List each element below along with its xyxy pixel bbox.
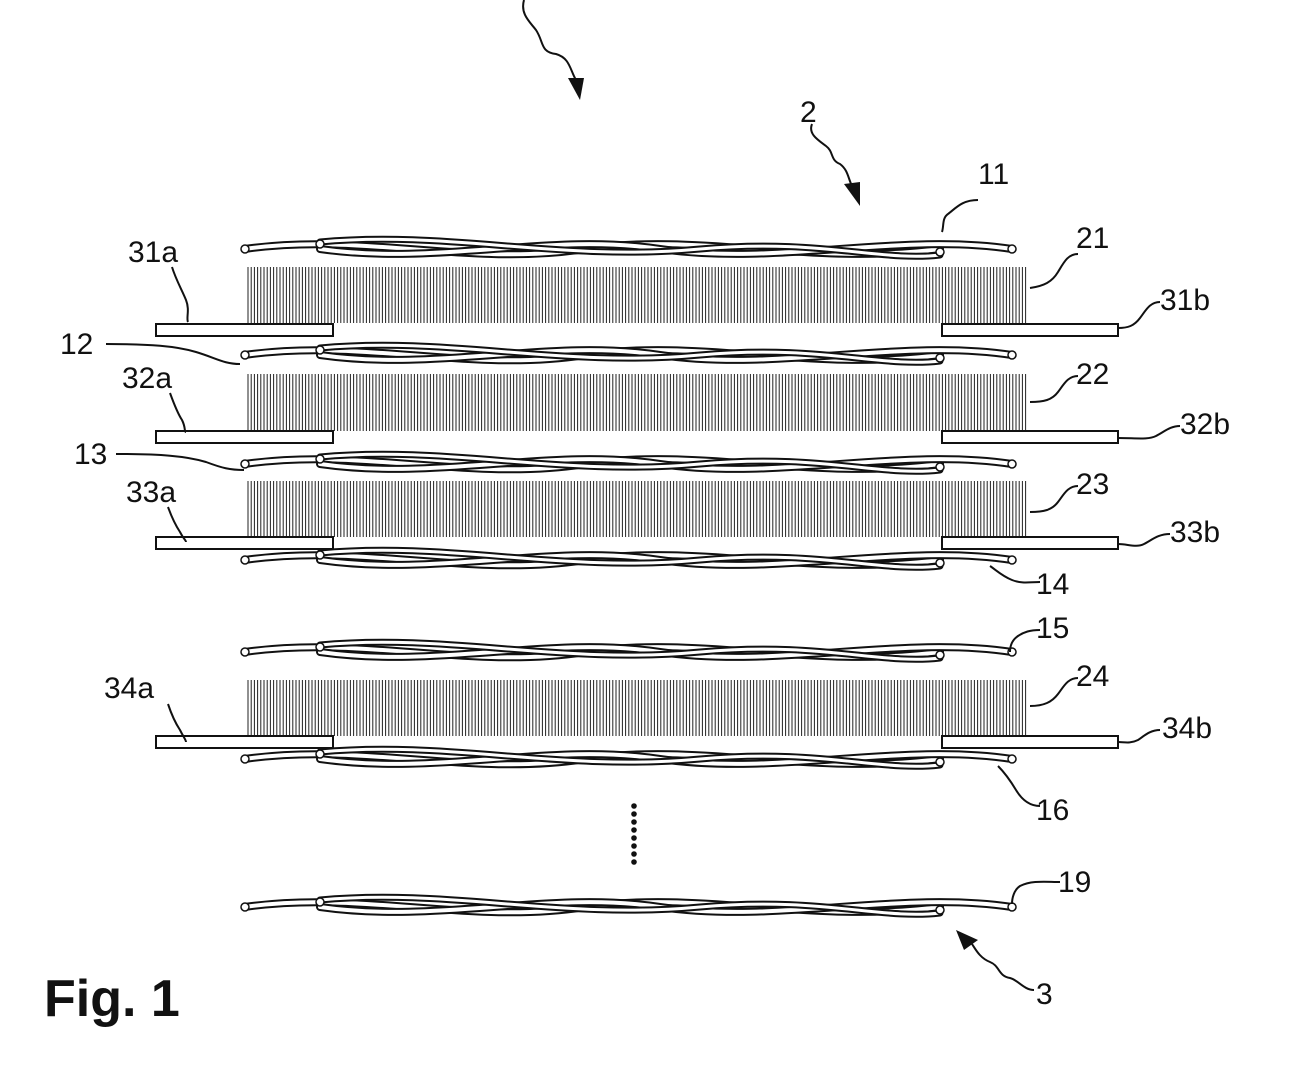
leader-34b — [1118, 730, 1160, 743]
label-19: 19 — [1058, 866, 1091, 899]
label-11: 11 — [978, 158, 1009, 191]
leader-33b — [1118, 534, 1170, 546]
leader-16 — [998, 766, 1040, 806]
plate-34a — [156, 736, 333, 748]
fiber-block-23 — [248, 481, 1026, 537]
leader-21 — [1030, 254, 1078, 288]
fiber-block-21 — [248, 267, 1026, 323]
continuation-dots — [631, 803, 637, 865]
plate-31a — [156, 324, 333, 336]
label-33b: 33b — [1170, 516, 1220, 549]
figure-label: Fig. 1 — [44, 970, 180, 1028]
leader-12 — [106, 344, 240, 364]
label-32a: 32a — [122, 362, 172, 395]
label-2: 2 — [800, 96, 817, 129]
label-34b: 34b — [1162, 712, 1212, 745]
plate-31b — [942, 324, 1118, 336]
leader-11 — [942, 200, 978, 232]
fiber-block-24 — [248, 680, 1026, 736]
label-12: 12 — [60, 328, 93, 361]
leader-31a — [172, 267, 188, 322]
label-14: 14 — [1036, 568, 1069, 601]
braid-15 — [241, 642, 1016, 659]
leader-19 — [1012, 882, 1060, 904]
leader-24 — [1030, 678, 1078, 706]
plate-33b — [942, 537, 1118, 549]
label-31b: 31b — [1160, 284, 1210, 317]
fiber-block-22 — [248, 374, 1026, 431]
braid-16 — [241, 749, 1016, 766]
label-16: 16 — [1036, 794, 1069, 827]
label-31a: 31a — [128, 236, 178, 269]
leader-31b — [1118, 302, 1160, 328]
label-32b: 32b — [1180, 408, 1230, 441]
braid-19 — [241, 897, 1016, 914]
plate-32b — [942, 431, 1118, 443]
label-24: 24 — [1076, 660, 1109, 693]
label-23: 23 — [1076, 468, 1109, 501]
plate-34b — [942, 736, 1118, 748]
plate-32a — [156, 431, 333, 443]
leader-22 — [1030, 376, 1078, 402]
braid-13 — [241, 454, 1016, 471]
label-3: 3 — [1036, 978, 1053, 1011]
leader-32a — [170, 393, 186, 432]
label-13: 13 — [74, 438, 107, 471]
leader-14 — [990, 566, 1040, 583]
label-22: 22 — [1076, 358, 1109, 391]
label-21: 21 — [1076, 222, 1109, 255]
arrow-3 — [956, 930, 1034, 990]
braid-12 — [241, 345, 1016, 362]
plate-33a — [156, 537, 333, 549]
label-34a: 34a — [104, 672, 154, 705]
braid-14 — [241, 550, 1016, 567]
arrow-1 — [523, 0, 584, 100]
leader-32b — [1118, 426, 1180, 439]
label-33a: 33a — [126, 476, 176, 509]
label-15: 15 — [1036, 612, 1069, 645]
leader-23 — [1030, 486, 1078, 512]
braid-11 — [241, 239, 1016, 256]
arrow-2 — [811, 124, 860, 206]
leader-13 — [116, 454, 244, 470]
